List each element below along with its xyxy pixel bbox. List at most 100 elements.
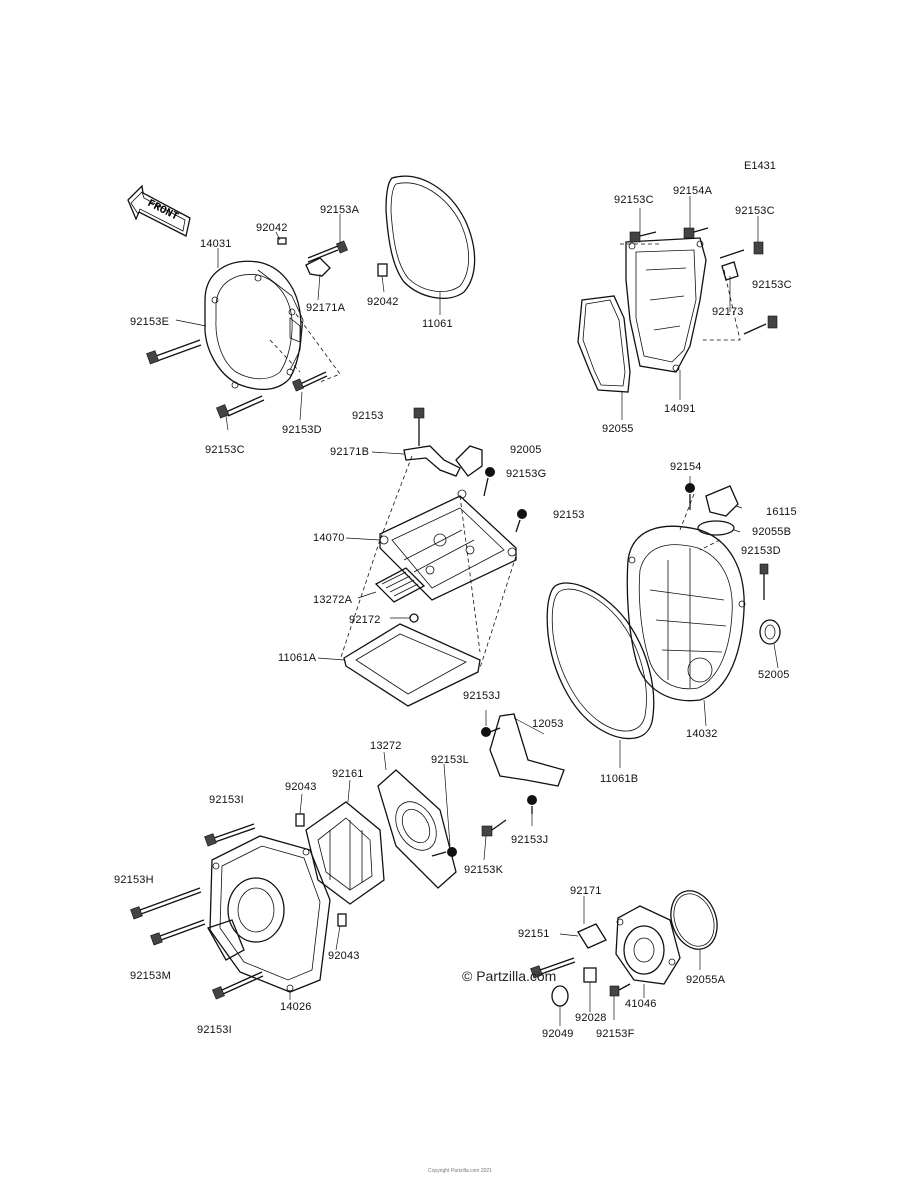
part-label-92153F[interactable]: 92153F	[596, 1028, 635, 1040]
part-label-92171[interactable]: 92171	[570, 885, 602, 897]
gasket-11061-drawing	[385, 175, 476, 299]
part-label-92153C-a[interactable]: 92153C	[205, 444, 245, 456]
watermark-text: © Partzilla.com	[462, 968, 557, 984]
part-label-14091[interactable]: 14091	[664, 403, 696, 415]
part-label-92172[interactable]: 92172	[349, 614, 381, 626]
washer-92172-icon	[409, 613, 419, 623]
part-label-92153J-b[interactable]: 92153J	[511, 834, 549, 846]
bolt-92153G-icon	[483, 467, 495, 497]
part-label-16115[interactable]: 16115	[766, 506, 797, 518]
part-label-92028[interactable]: 92028	[575, 1012, 607, 1024]
bolt-92151-icon	[530, 957, 576, 979]
bolt-92153C-c-icon	[719, 241, 764, 259]
part-label-92173[interactable]: 92173	[712, 306, 744, 318]
part-label-92153E[interactable]: 92153E	[130, 316, 170, 328]
gasket-92055-drawing	[577, 295, 631, 393]
part-label-13272[interactable]: 13272	[370, 740, 402, 752]
clamp-92171A-icon	[305, 257, 331, 277]
bolt-92154-icon	[685, 483, 695, 510]
bracket-12053-icon	[489, 713, 565, 787]
part-label-14032[interactable]: 14032	[686, 728, 718, 740]
clamp-92173-icon	[721, 261, 739, 281]
dowel-92043-a-icon	[295, 813, 305, 827]
part-label-92154A[interactable]: 92154A	[673, 185, 713, 197]
part-label-92005[interactable]: 92005	[510, 444, 542, 456]
part-label-92153C-c[interactable]: 92153C	[735, 205, 775, 217]
bolt-92153I-a-icon	[204, 823, 256, 847]
part-label-92153G[interactable]: 92153G	[506, 468, 547, 480]
part-label-92153D-a[interactable]: 92153D	[282, 424, 322, 436]
part-label-92153I-a[interactable]: 92153I	[209, 794, 244, 806]
part-label-92171B[interactable]: 92171B	[330, 446, 370, 458]
part-label-92049[interactable]: 92049	[542, 1028, 574, 1040]
part-label-92153H[interactable]: 92153H	[114, 874, 154, 886]
oring-92055A-icon	[670, 890, 718, 950]
bolt-92153D-a-icon	[292, 371, 328, 392]
part-label-41046[interactable]: 41046	[625, 998, 657, 1010]
part-label-14070[interactable]: 14070	[313, 532, 345, 544]
bolt-92153C-b-icon	[629, 231, 657, 243]
bolt-92153J-b-icon	[527, 795, 537, 814]
front-direction-arrow-icon: FRONT	[127, 184, 191, 237]
part-14031-cover-drawing	[204, 260, 304, 390]
part-label-92042-a[interactable]: 92042	[256, 222, 288, 234]
part-label-92153M[interactable]: 92153M	[130, 970, 171, 982]
bolt-92153E-icon	[146, 339, 202, 365]
leader-lines	[175, 196, 779, 1026]
bolt-92153-b-icon	[515, 509, 527, 533]
part-14070-cover-drawing	[379, 489, 517, 601]
part-label-92153A[interactable]: 92153A	[320, 204, 360, 216]
bracket-92171B-icon	[403, 445, 461, 477]
fitting-92005-icon	[455, 445, 483, 477]
part-label-11061[interactable]: 11061	[422, 318, 453, 330]
bolt-92153M-icon	[150, 919, 206, 946]
part-label-92161[interactable]: 92161	[332, 768, 364, 780]
bolt-92153-a-icon	[413, 407, 425, 446]
part-label-92153-a[interactable]: 92153	[352, 410, 384, 422]
bolt-92153H-icon	[130, 887, 202, 920]
part-label-14031[interactable]: 14031	[200, 238, 232, 250]
bolt-92153L-icon	[431, 847, 457, 857]
footer-text: Copyright Partzilla.com 2021	[428, 1168, 492, 1174]
part-label-92153I-b[interactable]: 92153I	[197, 1024, 232, 1036]
bolt-92153C-a-icon	[216, 395, 265, 419]
part-label-92043-a[interactable]: 92043	[285, 781, 317, 793]
part-label-92151[interactable]: 92151	[518, 928, 550, 940]
bolt-92153I-b-icon	[212, 971, 264, 1000]
damper-92161-drawing	[305, 801, 385, 905]
bolt-92154A-icon	[683, 227, 709, 239]
part-label-92042-b[interactable]: 92042	[367, 296, 399, 308]
part-label-92153D-b[interactable]: 92153D	[741, 545, 781, 557]
bushing-92028-icon	[583, 967, 597, 983]
part-label-52005[interactable]: 52005	[758, 669, 790, 681]
part-label-92055B[interactable]: 92055B	[752, 526, 792, 538]
seal-92049-icon	[551, 985, 569, 1007]
gasket-11061B-drawing	[546, 582, 655, 740]
part-label-92153C-d[interactable]: 92153C	[752, 279, 792, 291]
front-arrow-label: FRONT	[145, 198, 180, 224]
part-14091-cover-drawing	[625, 237, 707, 373]
part-label-14026[interactable]: 14026	[280, 1001, 312, 1013]
part-label-92043-b[interactable]: 92043	[328, 950, 360, 962]
part-label-92153J-a[interactable]: 92153J	[463, 690, 501, 702]
part-label-92055A[interactable]: 92055A	[686, 974, 726, 986]
bolt-92153F-icon	[609, 983, 631, 997]
part-label-92055[interactable]: 92055	[602, 423, 634, 435]
diagram-code: E1431	[744, 160, 776, 172]
part-label-11061B[interactable]: 11061B	[600, 773, 639, 785]
part-label-92153-b[interactable]: 92153	[553, 509, 585, 521]
seal-52005-icon	[759, 619, 781, 645]
part-label-12053[interactable]: 12053	[532, 718, 564, 730]
part-label-92154[interactable]: 92154	[670, 461, 702, 473]
bolt-92153J-a-icon	[481, 727, 501, 737]
part-label-92153C-b[interactable]: 92153C	[614, 194, 654, 206]
part-label-11061A[interactable]: 11061A	[278, 652, 317, 664]
part-14026-cover-drawing	[207, 835, 331, 993]
part-label-92153L[interactable]: 92153L	[431, 754, 469, 766]
part-label-13272A[interactable]: 13272A	[313, 594, 353, 606]
part-label-92153K[interactable]: 92153K	[464, 864, 504, 876]
dowel-92043-b-icon	[337, 913, 347, 927]
part-label-92171A[interactable]: 92171A	[306, 302, 346, 314]
bolt-92153K-icon	[481, 819, 507, 837]
